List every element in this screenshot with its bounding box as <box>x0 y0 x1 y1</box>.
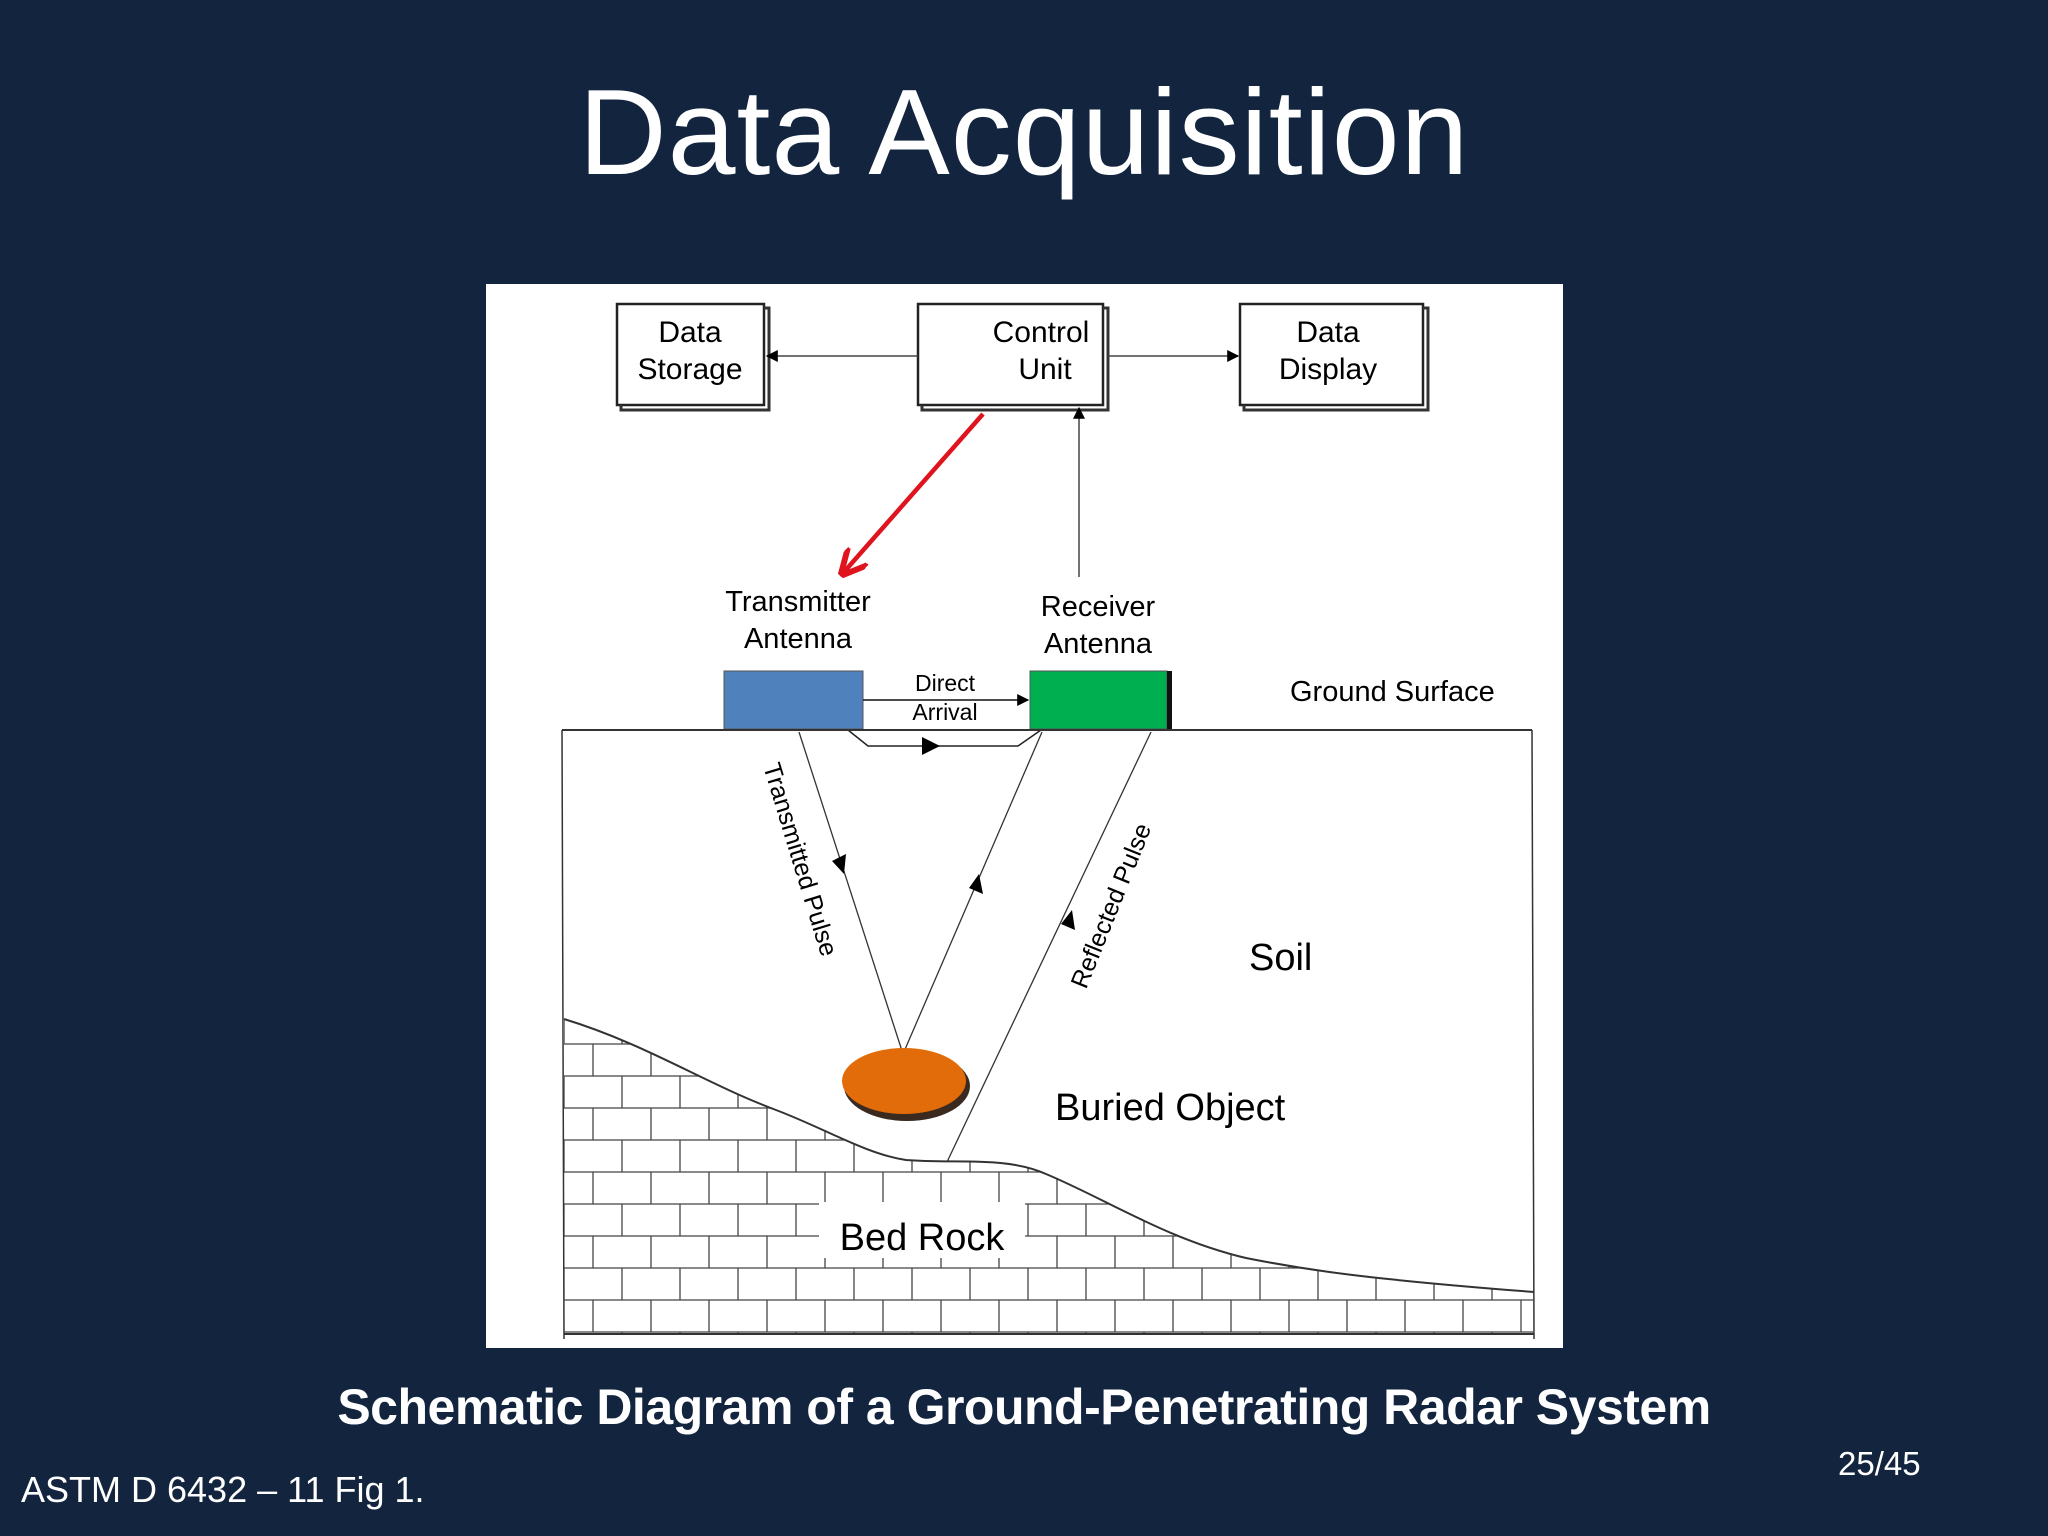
transmitted-pulse-ray <box>798 731 904 1055</box>
ground-wave-path <box>847 729 1042 747</box>
soil-right-edge <box>1531 729 1535 1340</box>
transmitter-antenna-label-1: Transmitter <box>725 586 871 618</box>
data-display-box: Data Display <box>1238 302 1430 412</box>
data-storage-label-1: Data <box>658 316 722 349</box>
receiver-antenna <box>1029 670 1168 730</box>
data-display-label-1: Data <box>1296 316 1360 349</box>
ground-surface-label: Ground Surface <box>1290 676 1495 708</box>
receiver-antenna-label-2: Antenna <box>1044 628 1153 660</box>
control-to-transmitter-red-arrow <box>844 412 985 572</box>
transmitted-pulse-label: Transmitted Pulse <box>757 760 842 960</box>
bed-rock-label: Bed Rock <box>840 1217 1006 1259</box>
reflected-pulse-ray <box>946 731 1152 1163</box>
control-unit-label-1: Control <box>993 316 1090 349</box>
slide-title: Data Acquisition <box>578 64 1470 200</box>
source-citation: ASTM D 6432 – 11 Fig 1. <box>21 1469 425 1510</box>
diagram-caption: Schematic Diagram of a Ground-Penetratin… <box>337 1379 1711 1435</box>
return-ray-arrowhead <box>969 874 983 894</box>
buried-object <box>842 1048 966 1114</box>
reflected-pulse-label: Reflected Pulse <box>1066 819 1158 992</box>
transmitter-antenna <box>723 670 864 730</box>
receiver-antenna-edge <box>1167 671 1172 729</box>
data-storage-box: Data Storage <box>615 302 771 412</box>
data-display-label-2: Display <box>1279 353 1377 386</box>
return-ray <box>902 731 1043 1055</box>
buried-object-label: Buried Object <box>1055 1087 1286 1129</box>
soil-label: Soil <box>1249 937 1312 979</box>
transmitter-antenna-label-2: Antenna <box>744 623 853 655</box>
control-unit-box: Control Unit <box>916 302 1110 412</box>
direct-arrival-label-2: Arrival <box>912 699 977 725</box>
page-number: 25/45 <box>1838 1445 1921 1482</box>
gpr-diagram: Data Storage Control Unit Data Display T… <box>486 284 1563 1348</box>
soil-left-edge <box>561 729 565 1340</box>
ground-wave-arrowhead <box>922 737 940 755</box>
data-storage-label-2: Storage <box>637 353 742 386</box>
bed-rock-label-background <box>819 1202 1025 1258</box>
reflected-pulse-arrowhead <box>1061 910 1075 930</box>
direct-arrival-label-1: Direct <box>915 670 976 696</box>
control-unit-label-2: Unit <box>1018 353 1072 386</box>
transmitted-pulse-arrowhead <box>832 854 846 874</box>
bedrock-layer <box>564 1019 1534 1334</box>
bedrock-boundary <box>563 1018 1535 1293</box>
receiver-antenna-label-1: Receiver <box>1041 591 1156 623</box>
